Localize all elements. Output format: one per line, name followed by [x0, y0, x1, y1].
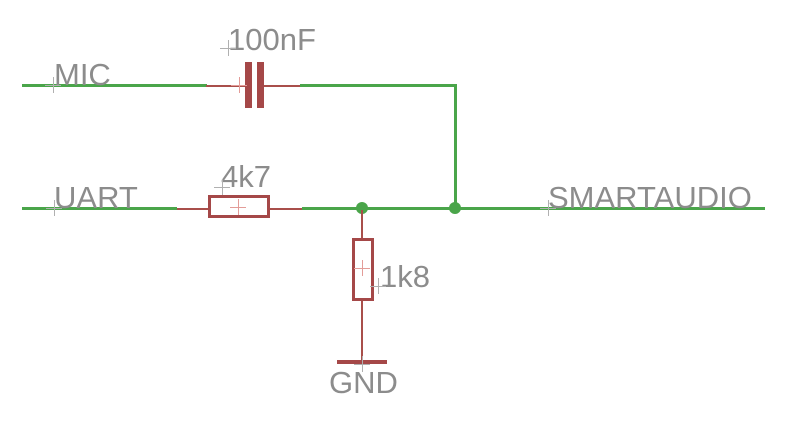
wire-uart-left[interactable] — [22, 207, 177, 210]
wire-mic-drop[interactable] — [454, 84, 457, 211]
net-label-mic[interactable]: MIC — [54, 57, 111, 92]
capacitor-plate-right[interactable] — [257, 62, 264, 108]
series-resistor-body[interactable] — [208, 195, 270, 218]
series-resistor-lead-right[interactable] — [270, 208, 302, 210]
capacitor-plate-left[interactable] — [245, 62, 252, 108]
junction-dot-pulldown[interactable] — [356, 202, 368, 214]
capacitor-lead-right[interactable] — [264, 85, 300, 87]
pulldown-resistor-body[interactable] — [352, 238, 374, 301]
pulldown-resistor-lead-bottom[interactable] — [361, 301, 363, 361]
capacitor-value-label[interactable]: 100nF — [228, 22, 316, 57]
net-label-gnd[interactable]: GND — [329, 365, 398, 400]
pulldown-resistor-value-label[interactable]: 1k8 — [380, 259, 430, 294]
series-resistor-lead-left[interactable] — [177, 208, 208, 210]
series-resistor-value-label[interactable]: 4k7 — [221, 159, 271, 194]
net-label-smartaudio[interactable]: SMARTAUDIO — [548, 180, 752, 215]
junction-dot-mic-tap[interactable] — [449, 202, 461, 214]
capacitor-lead-left[interactable] — [206, 85, 245, 87]
wire-mic-left[interactable] — [22, 84, 207, 87]
wire-mic-right[interactable] — [300, 84, 457, 87]
net-label-uart[interactable]: UART — [54, 180, 138, 215]
pulldown-resistor-lead-top[interactable] — [361, 210, 363, 238]
gnd-symbol-bar[interactable] — [337, 360, 387, 364]
wire-uart-smartaudio[interactable] — [302, 207, 765, 210]
